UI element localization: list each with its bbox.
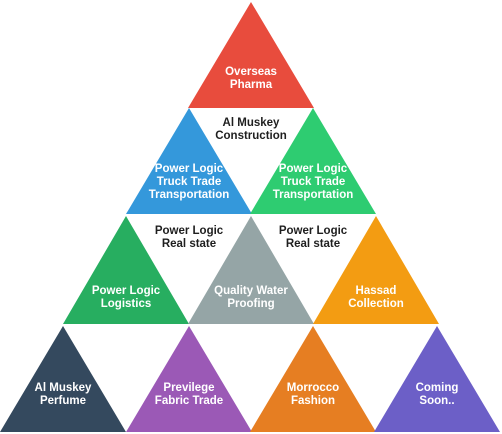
tile-label-quality-water-proofing-line: Quality Water xyxy=(214,285,288,297)
tile-label-power-logic-truck-trade-1-line: Power Logic xyxy=(154,163,224,175)
tile-hassad-collection xyxy=(313,216,439,324)
gap-label-al-muskey-construction-line: Construction xyxy=(215,130,287,142)
tile-label-quality-water-proofing-line: Proofing xyxy=(227,298,275,310)
tile-label-power-logic-truck-trade-2-line: Truck Trade xyxy=(280,176,346,188)
gap-label-power-logic-real-state-2-line: Power Logic xyxy=(278,225,348,237)
gap-label-power-logic-real-state-1-line: Real state xyxy=(161,238,217,250)
tile-label-al-muskey-perfume-line: Al Muskey xyxy=(34,382,92,394)
tile-label-al-muskey-perfume-line: Perfume xyxy=(39,395,87,407)
tile-label-power-logic-truck-trade-1-line: Truck Trade xyxy=(156,176,222,188)
tile-previlege-fabric-trade xyxy=(126,326,252,432)
tile-power-logic-logistics xyxy=(63,216,189,324)
tile-label-power-logic-logistics-line: Power Logic xyxy=(91,285,161,297)
tile-label-hassad-collection-line: Hassad xyxy=(355,285,397,297)
tile-label-previlege-fabric-trade-line: Previlege xyxy=(163,382,215,394)
tile-al-muskey-perfume xyxy=(0,326,126,432)
tile-label-power-logic-truck-trade-2-line: Transportation xyxy=(272,189,354,201)
tile-power-logic-truck-trade-1 xyxy=(126,108,252,214)
tile-label-power-logic-logistics-line: Logistics xyxy=(100,298,152,310)
tile-label-coming-soon-line: Coming xyxy=(415,382,459,394)
gap-label-power-logic-real-state-1-line: Power Logic xyxy=(154,225,224,237)
tile-label-power-logic-truck-trade-2-line: Power Logic xyxy=(278,163,348,175)
tile-label-morrocco-fashion-line: Morrocco xyxy=(286,382,340,394)
tile-coming-soon xyxy=(374,326,500,432)
gap-label-al-muskey-construction-line: Al Muskey xyxy=(222,117,280,129)
tile-label-previlege-fabric-trade-line: Fabric Trade xyxy=(154,395,224,407)
tile-power-logic-truck-trade-2 xyxy=(250,108,376,214)
tile-label-morrocco-fashion-line: Fashion xyxy=(290,395,336,407)
tile-label-hassad-collection-line: Collection xyxy=(348,298,404,310)
tile-morrocco-fashion xyxy=(250,326,376,432)
tile-label-overseas-pharma-line: Overseas xyxy=(225,66,277,78)
tile-label-power-logic-truck-trade-1-line: Transportation xyxy=(148,189,230,201)
tile-label-overseas-pharma-line: Pharma xyxy=(229,79,273,91)
gap-label-power-logic-real-state-2-line: Real state xyxy=(285,238,341,250)
tile-quality-water-proofing xyxy=(188,216,314,324)
tile-overseas-pharma xyxy=(188,2,314,108)
tile-label-coming-soon-line: Soon.. xyxy=(419,395,455,407)
